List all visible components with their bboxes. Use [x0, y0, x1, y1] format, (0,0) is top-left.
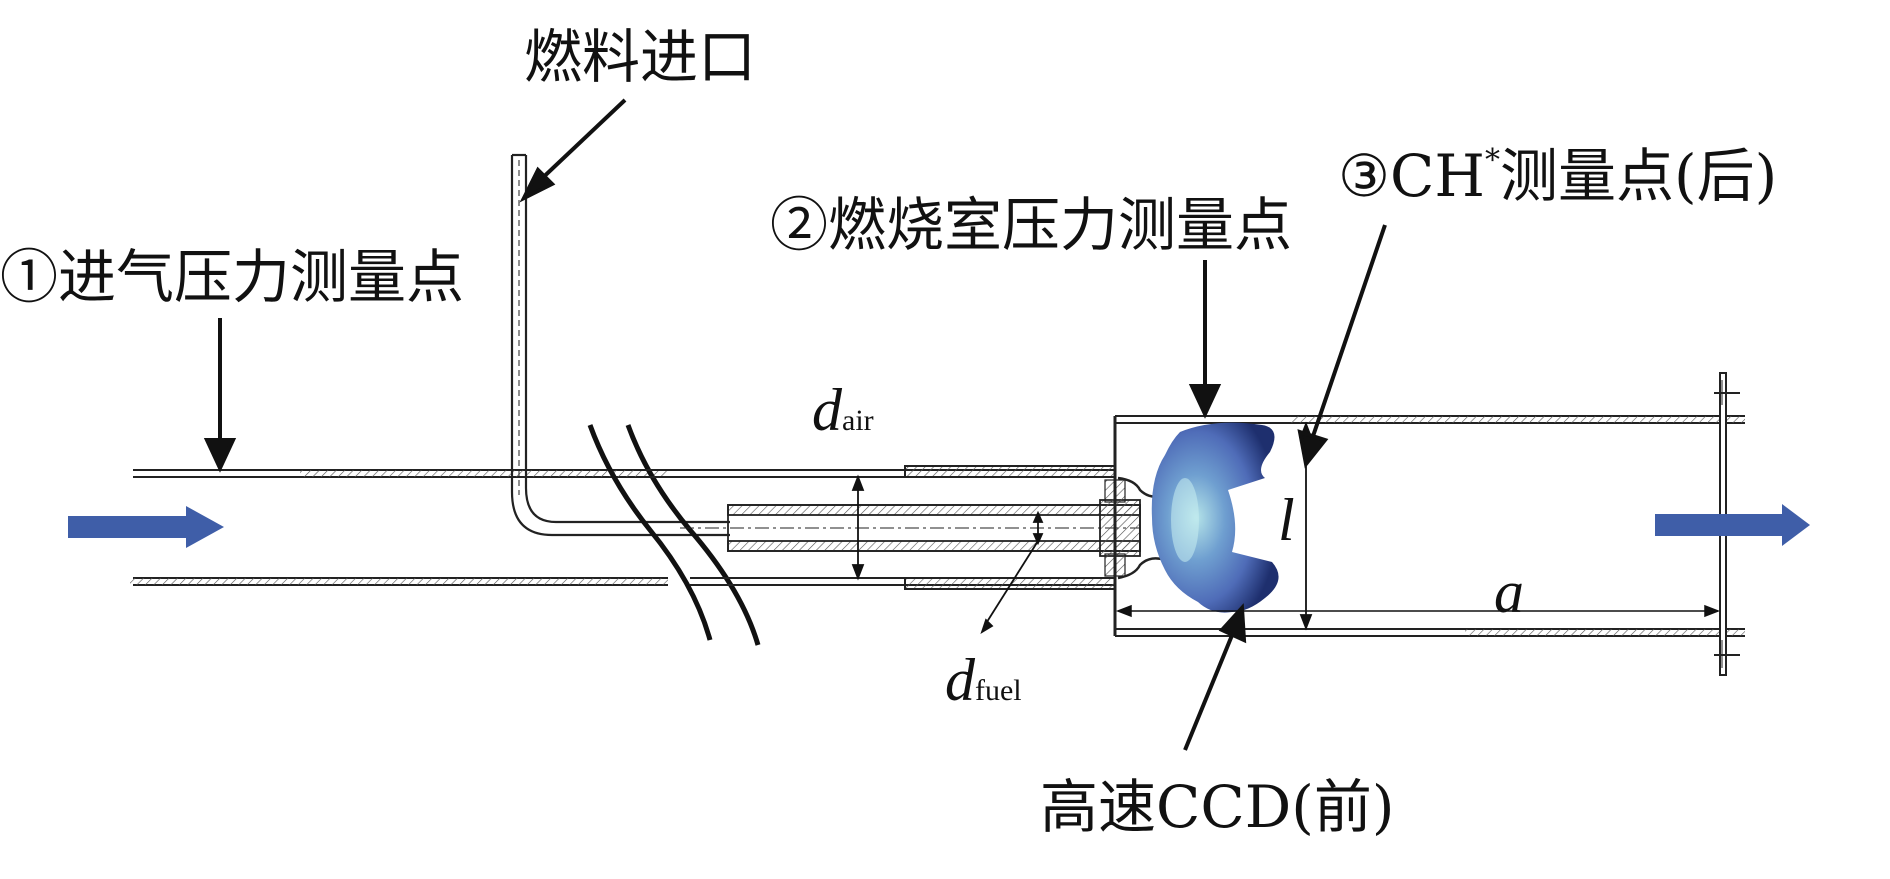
- d-air-main: d: [812, 377, 842, 443]
- flame-image: [1151, 422, 1279, 613]
- fuel-inlet-tube: [510, 153, 730, 537]
- l-label: l: [1278, 487, 1295, 553]
- fuel-tube: [680, 499, 1141, 557]
- d-fuel-sub: fuel: [975, 674, 1022, 707]
- inlet-pipe: [130, 469, 668, 586]
- chamber-pressure-label: ②燃烧室压力测量点: [770, 191, 1293, 259]
- outlet-flow-arrow: [1655, 504, 1810, 546]
- fuel-inlet-label: 燃料进口: [524, 23, 757, 91]
- ch-measure-label: ③CH*测量点(后): [1338, 143, 1777, 206]
- ccd-label: 高速CCD(前): [1040, 773, 1395, 841]
- d-air-label: dair: [812, 380, 874, 440]
- air-tube: [640, 465, 1116, 590]
- combustion-chamber: [1113, 415, 1745, 637]
- ch-prefix: ③CH: [1338, 142, 1485, 210]
- d-fuel-main: d: [945, 647, 975, 713]
- d-fuel-dimension: [980, 510, 1044, 635]
- a-dimension: [1115, 604, 1721, 618]
- inlet-pressure-label: ①进气压力测量点: [0, 243, 465, 311]
- d-air-sub: air: [842, 404, 874, 437]
- d-air-dimension: [851, 474, 865, 581]
- pointer-arrows: [203, 98, 1387, 751]
- inlet-flow-arrow: [68, 506, 224, 548]
- d-fuel-label: dfuel: [945, 650, 1022, 710]
- ch-superscript: *: [1484, 143, 1500, 178]
- ch-suffix: 测量点(后): [1499, 142, 1778, 210]
- a-label: a: [1494, 559, 1524, 625]
- break-lines: [587, 424, 761, 646]
